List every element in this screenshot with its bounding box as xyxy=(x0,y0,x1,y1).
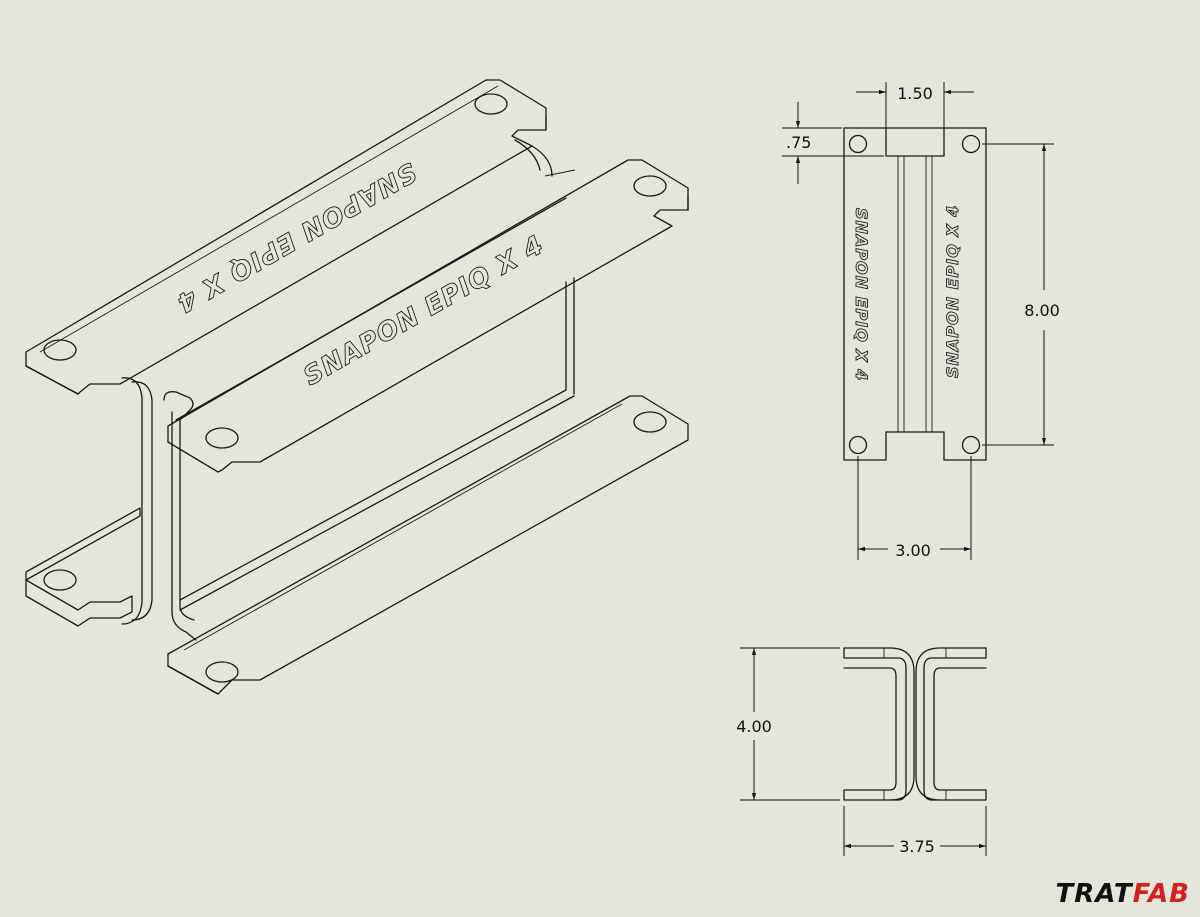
hole xyxy=(961,435,981,455)
dimension-slot-width: 1.50 xyxy=(856,82,974,128)
web xyxy=(121,197,575,641)
brand-logo: TRATFAB xyxy=(1056,879,1190,909)
dimension-height: 4.00 xyxy=(736,647,840,801)
hole xyxy=(474,93,508,115)
hole xyxy=(848,435,868,455)
front-top-flange xyxy=(167,159,689,473)
brand-logo-part2: FAB xyxy=(1132,879,1190,909)
dim-slot-width-label: 1.50 xyxy=(897,84,933,103)
engraving-back: SNAPON EPIQ X 4 xyxy=(171,156,422,318)
back-top-flange xyxy=(25,79,547,395)
dimension-width: 3.75 xyxy=(843,806,987,856)
dim-width-label: 3.75 xyxy=(899,837,935,856)
top-view: SNAPON EPIQ X 4 SNAPON EPIQ X 4 1.50 .75… xyxy=(782,82,1060,560)
hole xyxy=(43,569,77,591)
hole xyxy=(848,134,868,154)
engraving-top-right: SNAPON EPIQ X 4 xyxy=(943,205,962,378)
hole xyxy=(205,661,239,683)
hole xyxy=(43,339,77,361)
dimension-slot-depth: .75 xyxy=(782,102,884,184)
dimension-length: 8.00 xyxy=(982,143,1060,446)
dim-slot-depth-label: .75 xyxy=(786,133,811,152)
brand-logo-part1: TRAT xyxy=(1055,879,1133,909)
hole xyxy=(961,134,981,154)
back-bottom-flange xyxy=(25,507,141,627)
engraving-top-left: SNAPON EPIQ X 4 xyxy=(852,208,871,381)
dim-length-label: 8.00 xyxy=(1024,301,1060,320)
front-bottom-flange xyxy=(167,395,689,695)
end-view: 4.00 3.75 xyxy=(736,647,987,856)
isometric-view: SNAPON EPIQ X 4 SNAPON EPIQ X 4 xyxy=(25,79,689,695)
hole xyxy=(633,411,667,433)
dim-height-label: 4.00 xyxy=(736,717,772,736)
dimension-hole-spacing: 3.00 xyxy=(857,456,972,560)
hole xyxy=(633,175,667,197)
hole xyxy=(205,427,239,449)
dim-hole-spacing-label: 3.00 xyxy=(895,541,931,560)
